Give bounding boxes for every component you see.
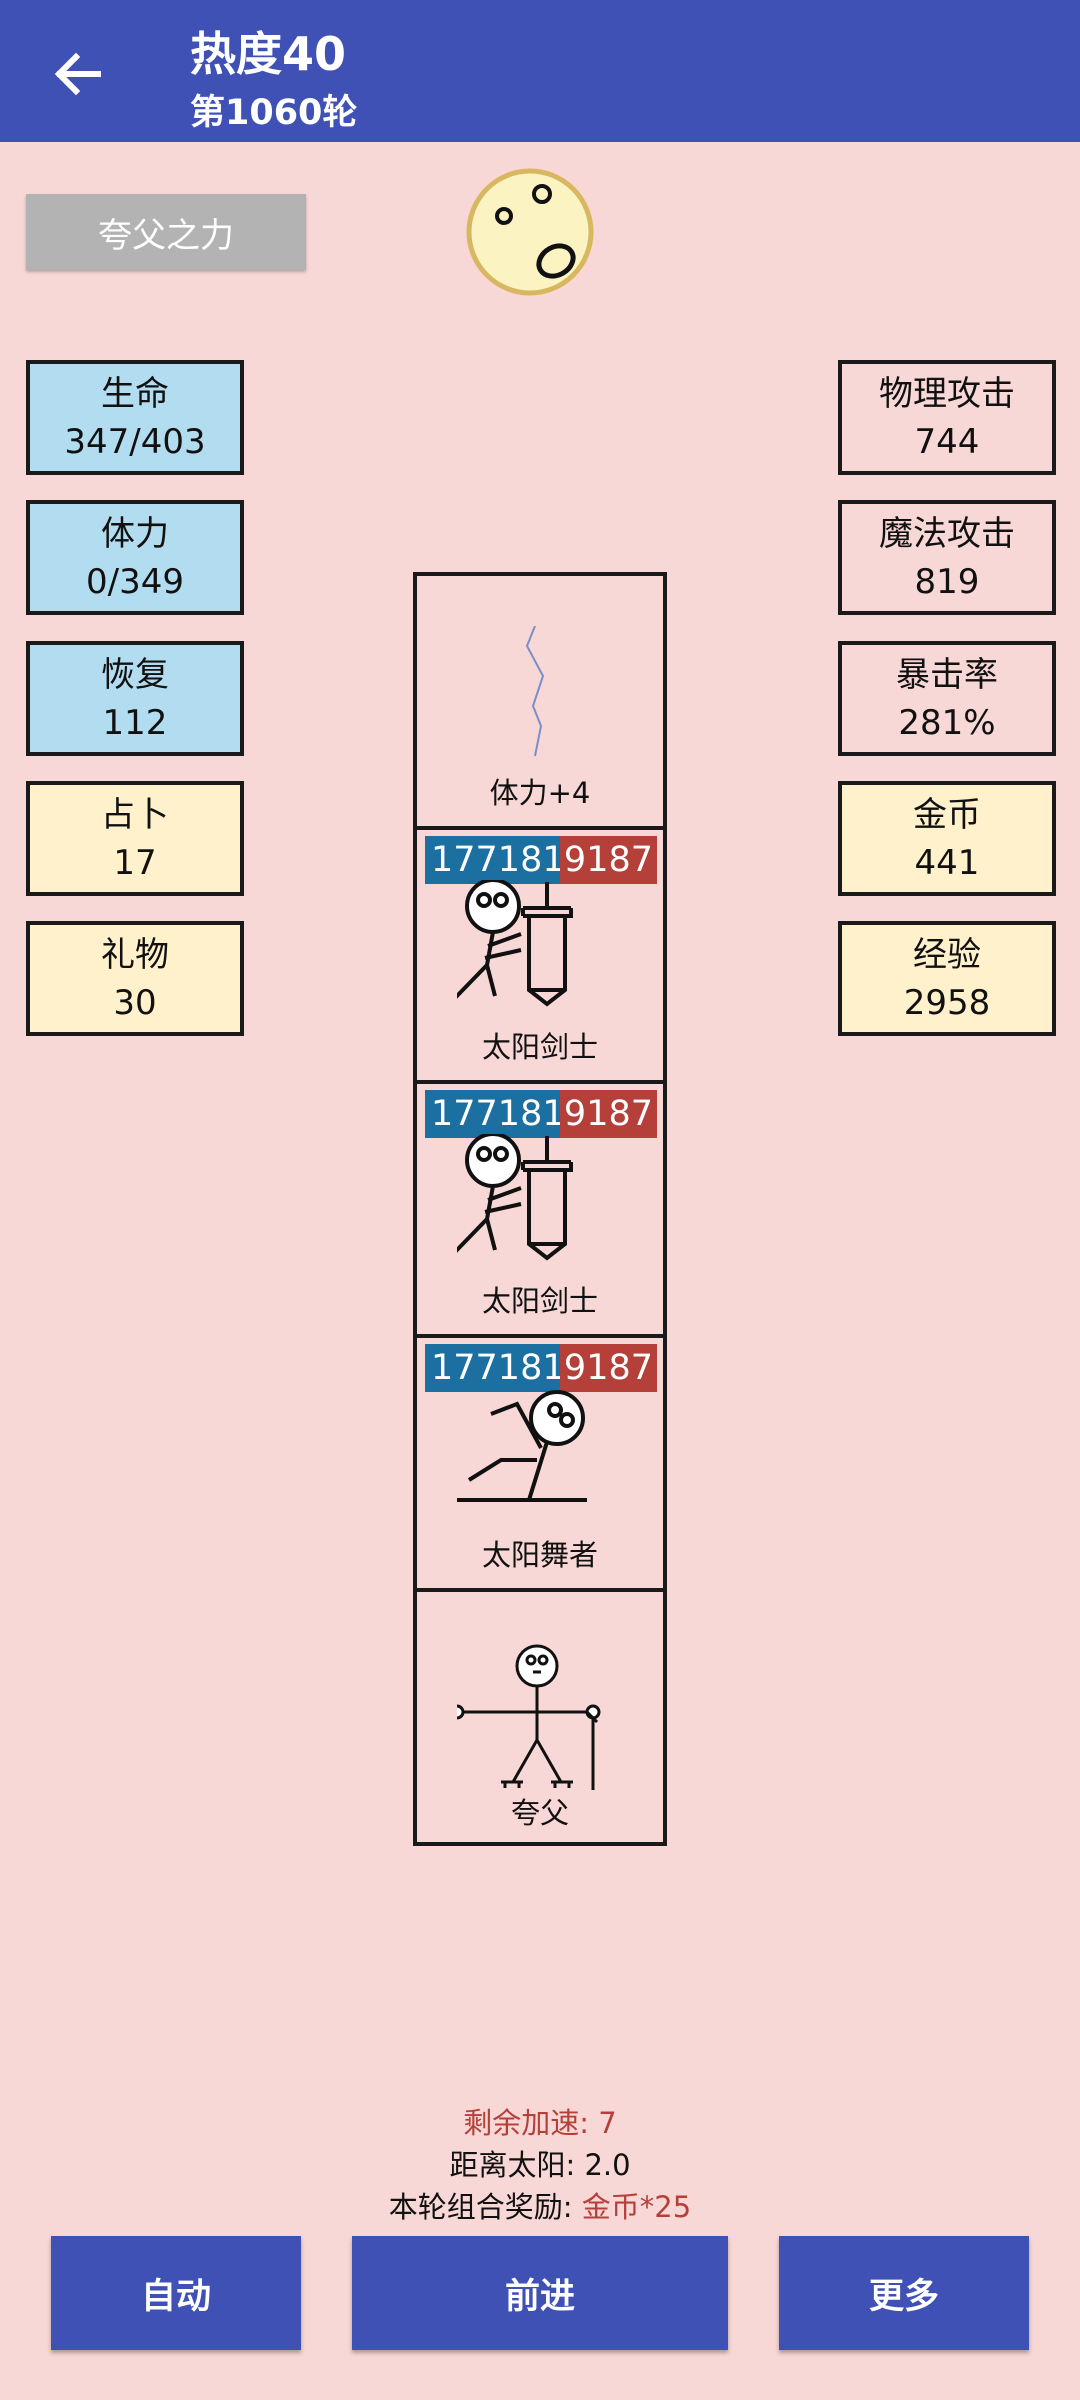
- item-label: 体力+4: [489, 776, 591, 810]
- enemy-attack-badge: 9187: [559, 1090, 657, 1138]
- stat-hp: 生命 347/403: [26, 360, 244, 475]
- enemy-cell[interactable]: 177181 9187 太阳剑士: [417, 830, 663, 1084]
- enemy-hp-badge: 177181: [425, 1344, 571, 1392]
- dancer-icon: [457, 1390, 587, 1502]
- sun-icon: [466, 168, 594, 296]
- back-button[interactable]: [42, 38, 114, 110]
- stat-label: 体力: [101, 513, 169, 554]
- stat-value: 819: [914, 561, 980, 602]
- enemy-hp-badge: 177181: [425, 836, 571, 884]
- stat-label: 物理攻击: [879, 373, 1015, 414]
- reward-value: 金币*25: [581, 2190, 692, 2224]
- more-button[interactable]: 更多: [779, 2236, 1029, 2350]
- stat-value: 744: [914, 421, 980, 462]
- stat-label: 暴击率: [896, 654, 998, 695]
- item-cell[interactable]: 体力+4: [417, 576, 663, 830]
- stat-label: 经验: [913, 934, 981, 975]
- player-cell: 夸父: [417, 1592, 663, 1846]
- stat-value: 30: [113, 982, 157, 1023]
- distance-value: 2.0: [584, 2148, 631, 2182]
- path-column: 体力+4 177181 9187 太阳剑士 177181 9187: [413, 572, 667, 1846]
- enemy-hp-badge: 177181: [425, 1090, 571, 1138]
- sword-warrior-icon: [457, 1134, 573, 1261]
- stat-label: 礼物: [101, 934, 169, 975]
- stat-experience: 经验 2958: [838, 921, 1056, 1036]
- distance-info: 距离太阳: 2.0: [0, 2142, 1080, 2184]
- enemy-cell[interactable]: 177181 9187 太阳舞者: [417, 1338, 663, 1592]
- stat-magic-attack: 魔法攻击 819: [838, 500, 1056, 615]
- stat-value: 441: [914, 842, 980, 883]
- stat-label: 生命: [101, 373, 169, 414]
- stat-divination: 占卜 17: [26, 781, 244, 896]
- stat-value: 17: [113, 842, 157, 883]
- boost-info: 剩余加速: 7: [0, 2100, 1080, 2142]
- stat-value: 112: [102, 702, 168, 743]
- enemy-name: 太阳剑士: [481, 1284, 598, 1318]
- stat-recovery: 恢复 112: [26, 641, 244, 756]
- kuafu-icon: [457, 1644, 601, 1790]
- auto-button[interactable]: 自动: [51, 2236, 301, 2350]
- stat-stamina: 体力 0/349: [26, 500, 244, 615]
- stat-physical-attack: 物理攻击 744: [838, 360, 1056, 475]
- skill-button[interactable]: 夸父之力: [26, 194, 306, 270]
- app-bar: 热度40 第1060轮: [0, 0, 1080, 142]
- forward-button[interactable]: 前进: [352, 2236, 728, 2350]
- enemy-name: 太阳舞者: [481, 1538, 598, 1572]
- stat-value: 0/349: [86, 561, 184, 602]
- stat-gold: 金币 441: [838, 781, 1056, 896]
- reward-label: 本轮组合奖励:: [388, 2190, 573, 2224]
- lightning-icon: [525, 626, 545, 757]
- reward-info: 本轮组合奖励: 金币*25: [0, 2184, 1080, 2226]
- enemy-name: 太阳剑士: [481, 1030, 598, 1064]
- boost-value: 7: [598, 2106, 617, 2140]
- enemy-attack-badge: 9187: [559, 1344, 657, 1392]
- stat-label: 恢复: [101, 654, 169, 695]
- stat-label: 金币: [913, 794, 981, 835]
- stat-gift: 礼物 30: [26, 921, 244, 1036]
- distance-label: 距离太阳:: [449, 2148, 576, 2182]
- enemy-cell[interactable]: 177181 9187 太阳剑士: [417, 1084, 663, 1338]
- sword-warrior-icon: [457, 880, 573, 1007]
- stat-value: 281%: [898, 702, 996, 743]
- stat-crit-rate: 暴击率 281%: [838, 641, 1056, 756]
- stat-label: 魔法攻击: [879, 513, 1015, 554]
- stat-label: 占卜: [101, 794, 169, 835]
- page-title: 热度40: [190, 27, 347, 81]
- round-subtitle: 第1060轮: [190, 93, 358, 133]
- boost-label: 剩余加速:: [463, 2106, 590, 2140]
- enemy-attack-badge: 9187: [559, 836, 657, 884]
- stat-value: 2958: [903, 982, 991, 1023]
- stat-value: 347/403: [64, 421, 206, 462]
- player-name: 夸父: [510, 1796, 569, 1830]
- arrow-left-icon: [54, 52, 101, 96]
